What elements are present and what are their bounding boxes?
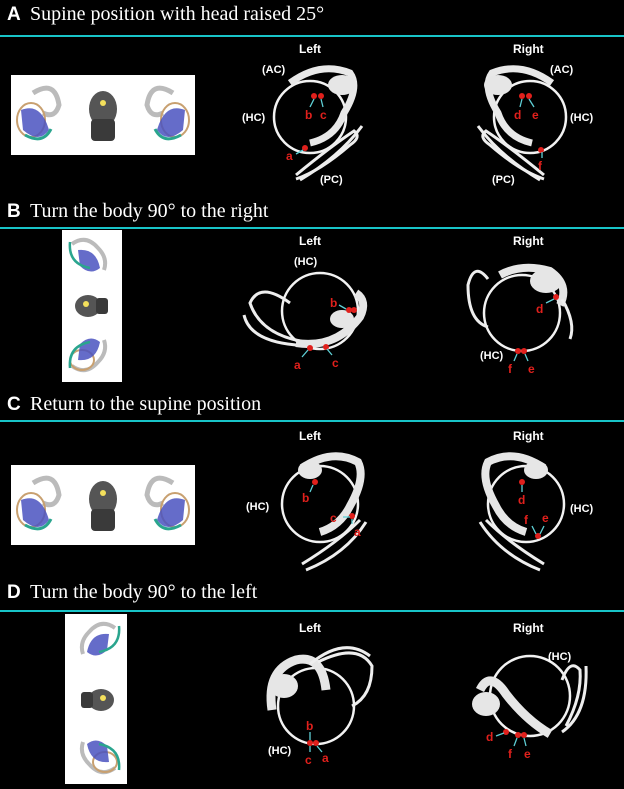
left-inner-ear-icon [16,475,62,531]
canal-label: (PC) [492,174,515,186]
point-label: f [508,362,513,376]
point-label: e [528,362,535,376]
point-label: c [332,356,339,370]
panel-d-left-canal-diagram: (HC) b c a [266,646,374,767]
point-label: e [542,511,549,525]
point-label: a [286,149,293,163]
panel-a-letter: A [7,4,21,25]
point-label: b [306,719,313,733]
panel-d-right-canal-diagram: (HC) d f e [472,651,588,761]
panel-b-divider [0,227,624,229]
point-label: d [486,730,493,744]
panel-b-right-label: Right [513,234,544,248]
point-label: d [518,493,525,507]
panel-a-header: A Supine position with head raised 25° [0,0,624,34]
canal-label: (HC) [548,651,572,663]
point-label: c [305,753,312,767]
panel-a-divider [0,35,624,37]
point-label: b [305,108,312,122]
point-label: c [320,108,327,122]
head-icon [89,91,117,141]
point-label: e [524,747,531,761]
head-icon [89,481,117,531]
panel-a-right-label: Right [513,42,544,56]
point-label: b [302,491,309,505]
panel-b-left-label: Left [299,234,321,248]
panel-b-left-canal-diagram: (HC) b a c [242,256,368,372]
panel-c-left-label: Left [299,429,321,443]
point-label: d [514,108,521,122]
panel-b-right-canal-diagram: d (HC) f e [466,263,574,376]
inner-ear-icon [79,621,121,656]
panel-c-letter: C [7,394,21,415]
canal-label: (HC) [570,112,594,124]
panel-d-head-orientation-image [65,614,127,784]
canal-label: (HC) [570,503,594,515]
panel-d-divider [0,610,624,612]
point-label: f [524,513,529,527]
panel-c-header: C Return to the supine position [0,390,624,424]
canal-label: (HC) [268,745,292,757]
inner-ear-icon [79,740,121,775]
point-label: d [536,302,543,316]
canal-label: (HC) [480,350,504,362]
inner-ear-icon [68,338,108,373]
canal-label: (PC) [320,174,343,186]
right-inner-ear-icon [144,85,190,141]
panel-a-left-label: Left [299,42,321,56]
head-icon [75,295,108,317]
canal-label: (HC) [246,501,270,513]
right-inner-ear-icon [144,475,190,531]
panel-a-title: Supine position with head raised 25° [30,3,325,25]
panel-c-title: Return to the supine position [30,393,262,415]
panel-d-letter: D [7,582,21,603]
panel-c-divider [0,420,624,422]
panel-b-title: Turn the body 90° to the right [30,200,269,222]
head-icon [81,689,114,711]
panel-d-title: Turn the body 90° to the left [30,581,258,603]
canal-label: (AC) [262,64,286,76]
point-label: a [294,358,301,372]
panel-b-head-orientation-image [62,230,122,382]
canal-label: (HC) [294,256,318,268]
panel-c-left-canal-diagram: (HC) b c a [246,452,368,572]
point-label: a [322,751,329,765]
panel-d-header: D Turn the body 90° to the left [0,578,624,612]
point-label: f [538,159,543,173]
panel-b-letter: B [7,201,21,222]
panel-c-head-orientation-image [11,465,195,545]
panel-d-left-label: Left [299,621,321,635]
canal-label: (AC) [550,64,574,76]
panel-d: D Turn the body 90° to the left Left [0,578,624,786]
panel-a-head-orientation-image [11,75,195,155]
panel-a: A Supine position with head raised 25° [0,0,624,197]
point-label: c [330,511,337,525]
canal-label: (HC) [242,112,266,124]
point-label: e [532,108,539,122]
panel-b: B Turn the body 90° to the right Left [0,197,624,390]
point-label: b [330,296,337,310]
panel-c-right-label: Right [513,429,544,443]
inner-ear-icon [68,237,108,272]
panel-a-right-canal-diagram: (AC) (HC) (PC) d e f [476,64,594,186]
point-label: a [354,525,361,539]
panel-d-right-label: Right [513,621,544,635]
left-inner-ear-icon [16,85,62,141]
point-label: f [508,747,513,761]
panel-c-right-canal-diagram: (HC) d f e [478,452,594,572]
panel-c: C Return to the supine position [0,390,624,578]
panel-a-left-canal-diagram: (AC) (HC) (PC) b c a [242,64,364,186]
panel-b-header: B Turn the body 90° to the right [0,197,624,231]
